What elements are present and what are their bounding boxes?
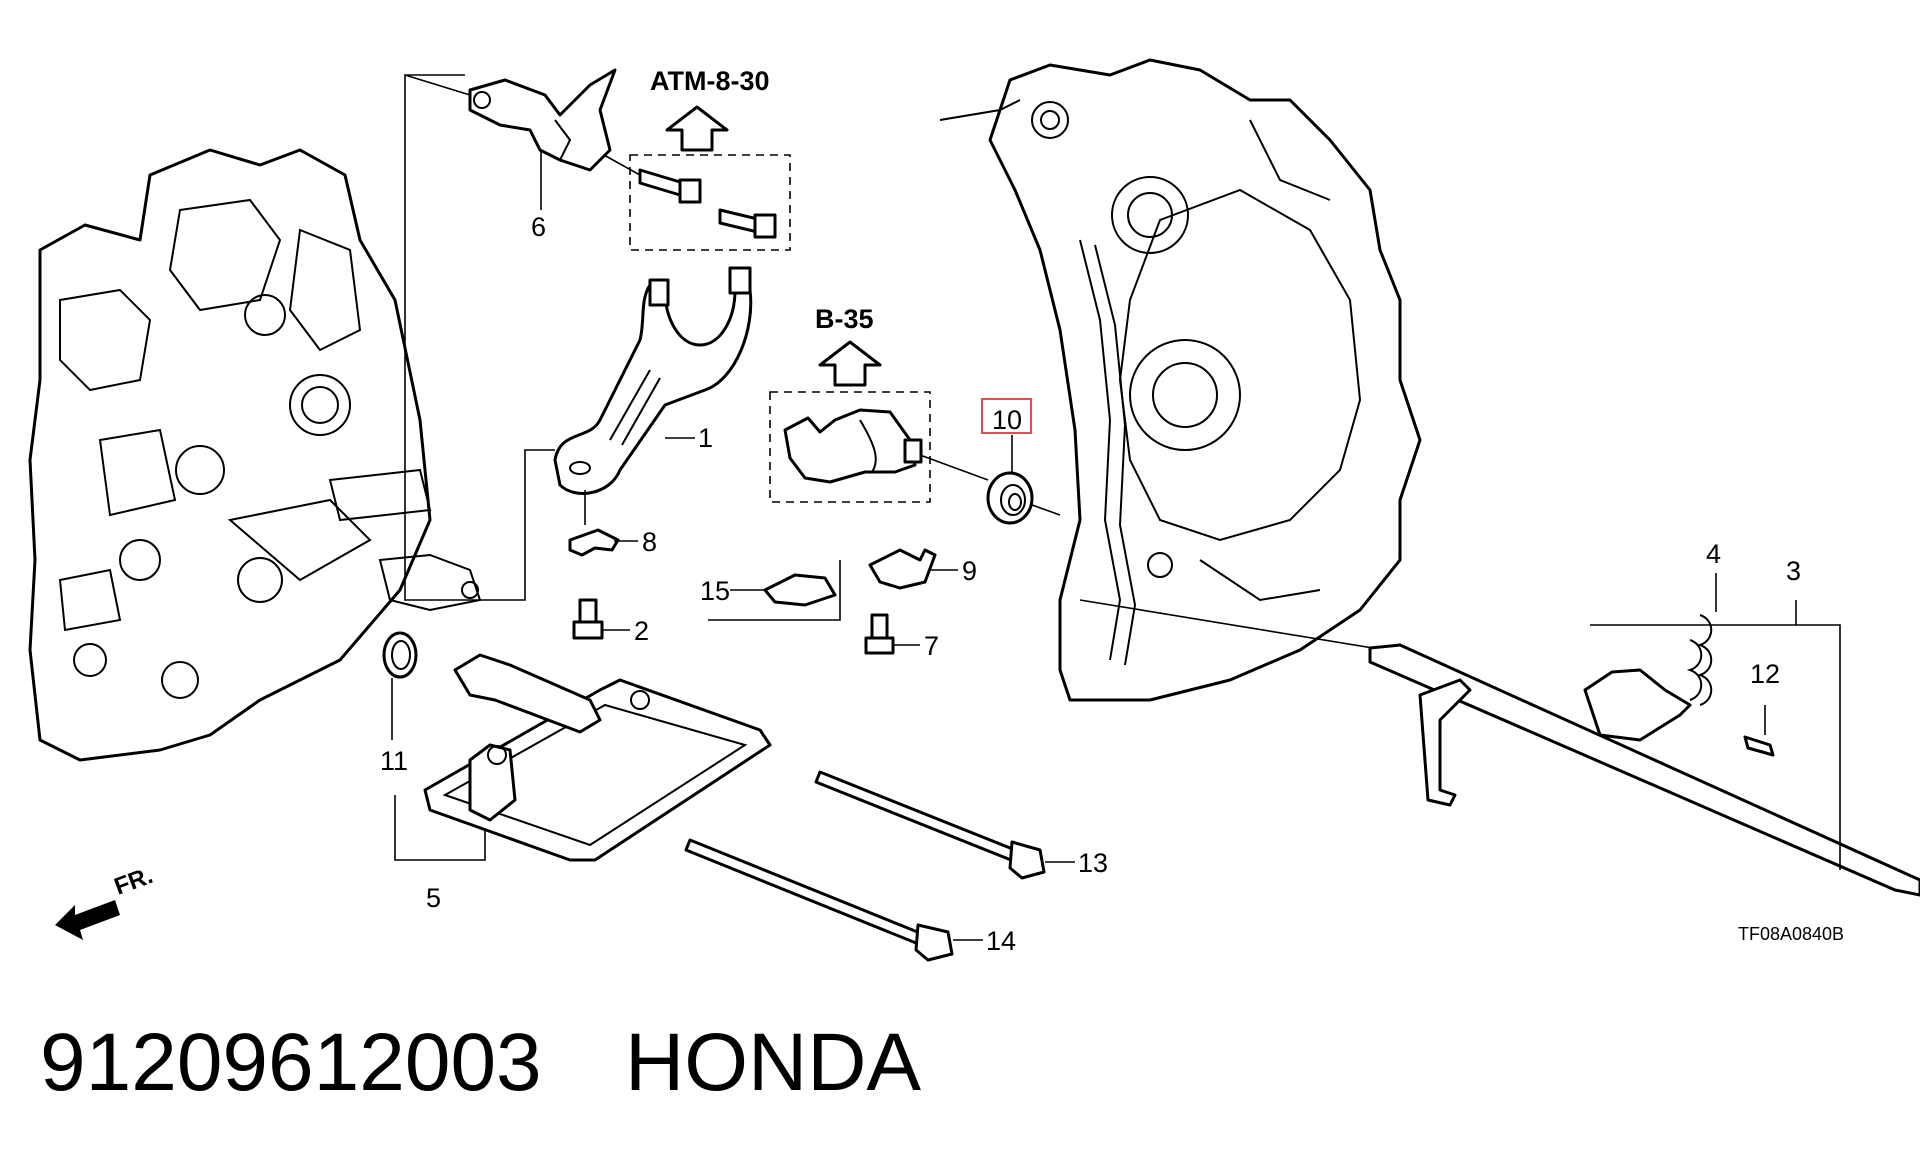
ref-atm-8-30: ATM-8-30 xyxy=(650,66,770,96)
callout-11: 11 xyxy=(380,746,408,776)
part-11-o-ring xyxy=(382,631,418,740)
front-direction-label: FR. xyxy=(111,862,157,901)
brand-caption: HONDA xyxy=(625,1017,921,1108)
callout-8: 8 xyxy=(642,527,657,557)
part-3-shift-shaft xyxy=(1079,599,1920,897)
part-4-spring xyxy=(1686,573,1717,706)
bolt-group-atm xyxy=(594,149,791,251)
drawing-code: TF08A0840B xyxy=(1738,924,1844,944)
transmission-case xyxy=(939,58,1422,702)
valve-body xyxy=(28,148,482,762)
part-10-bearing xyxy=(986,435,1061,525)
part-12-pin xyxy=(1743,705,1775,757)
part-14-bolt xyxy=(684,838,983,962)
callout-4: 4 xyxy=(1706,539,1721,569)
callout-12: 12 xyxy=(1750,659,1780,689)
part-8-clip xyxy=(568,528,638,557)
callout-3: 3 xyxy=(1786,556,1801,586)
part-15-clip xyxy=(708,560,841,621)
callout-6: 6 xyxy=(531,212,546,242)
callout-2: 2 xyxy=(634,616,649,646)
callout-10: 10 xyxy=(992,405,1022,435)
part-7-bolt xyxy=(864,613,920,655)
part-5-strainer xyxy=(394,653,772,862)
bracket-group-b xyxy=(769,391,989,503)
part-10-highlight xyxy=(981,398,1032,434)
callout-9: 9 xyxy=(962,556,977,586)
callout-1: 1 xyxy=(698,423,713,453)
part-9-clip xyxy=(868,548,958,590)
callout-15: 15 xyxy=(700,576,730,606)
part-13-bolt xyxy=(814,770,1075,880)
leader-valve-body-to-part-1 xyxy=(404,74,555,601)
callout-14: 14 xyxy=(986,926,1016,956)
part-2-bolt xyxy=(572,598,630,640)
ref-b-35: B-35 xyxy=(815,304,874,334)
callout-7: 7 xyxy=(924,631,939,661)
part-1-shift-fork xyxy=(553,266,753,525)
part-6-bracket xyxy=(468,68,617,210)
callout-5: 5 xyxy=(426,883,441,913)
front-arrow-icon xyxy=(55,900,120,940)
part-number-caption: 91209612003 xyxy=(40,1017,542,1108)
callout-13: 13 xyxy=(1078,848,1108,878)
ref-atm-arrow-icon xyxy=(665,105,729,152)
ref-b-arrow-icon xyxy=(818,340,882,387)
